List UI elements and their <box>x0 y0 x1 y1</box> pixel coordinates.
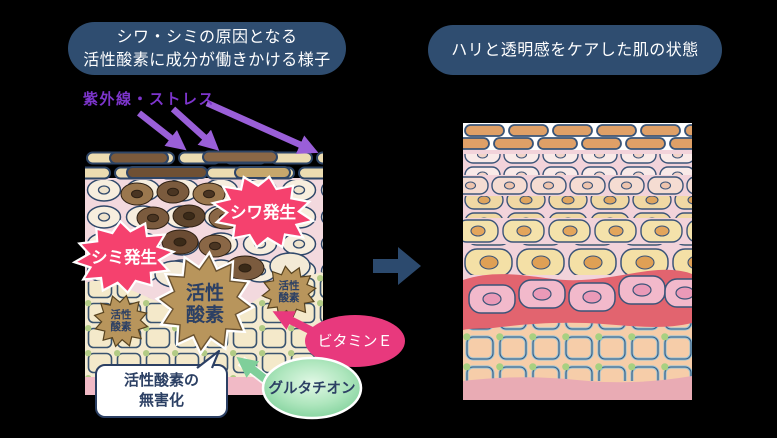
glutathione-arrow <box>236 356 268 383</box>
stratum-corneum-damaged <box>85 150 323 181</box>
basal-layer-healthy <box>463 269 692 330</box>
spot-label: シミ発生 <box>91 247 157 267</box>
active-oxygen-starburst-large: 活性 酸素 <box>155 251 255 355</box>
uv-arrow-2 <box>170 106 220 151</box>
uv-stress-label: 紫外線・ストレス <box>83 91 216 108</box>
stratum-corneum-healthy <box>463 123 692 151</box>
glutathione-badge: グルタチオン <box>236 356 363 420</box>
right-title-box: ハリと透明感をケアした肌の状態 <box>428 25 722 75</box>
epidermis-healthy-cell-rows <box>463 154 692 275</box>
uv-arrow-3 <box>205 100 319 154</box>
left-title-line2: 活性酸素に成分が働きかける様子 <box>83 51 331 69</box>
right-title: ハリと透明感をケアした肌の状態 <box>451 41 699 59</box>
active-oxygen-small-left-line2: 酸素 <box>111 320 132 333</box>
left-title-line1: シワ・シミの原因となる <box>116 28 298 46</box>
active-oxygen-small-right-line1: 活性 <box>279 279 300 292</box>
vitamin-e-badge: ビタミンＥ <box>272 311 405 367</box>
uv-arrow-1 <box>136 110 187 151</box>
glutathione-label: グルタチオン <box>269 379 356 397</box>
active-oxygen-starburst-small-left: 活性 酸素 <box>89 290 153 352</box>
wrinkle-label: シワ発生 <box>230 202 296 222</box>
uv-stress-arrows <box>136 100 319 154</box>
healthy-skin-illustration <box>463 123 692 400</box>
active-oxygen-large-line2: 酸素 <box>186 303 224 326</box>
wrinkle-starburst: シワ発生 <box>210 170 316 254</box>
speech-bubble-tail <box>196 349 221 369</box>
left-title-box: シワ・シミの原因となる 活性酸素に成分が働きかける様子 <box>68 22 346 75</box>
active-oxygen-large-line1: 活性 <box>186 281 224 304</box>
spot-starburst: シミ発生 <box>74 218 175 295</box>
active-oxygen-starburst-small-right: 活性 酸素 <box>259 262 320 321</box>
damaged-cells <box>120 180 265 281</box>
transition-arrow <box>373 247 421 285</box>
detox-speech-bubble: 活性酸素の 無害化 <box>95 364 228 418</box>
detox-line2: 無害化 <box>138 392 184 409</box>
detox-line1: 活性酸素の <box>123 372 199 389</box>
active-oxygen-small-right-line2: 酸素 <box>279 291 300 304</box>
vitamin-e-label: ビタミンＥ <box>317 333 392 350</box>
active-oxygen-small-left-line1: 活性 <box>111 308 132 321</box>
